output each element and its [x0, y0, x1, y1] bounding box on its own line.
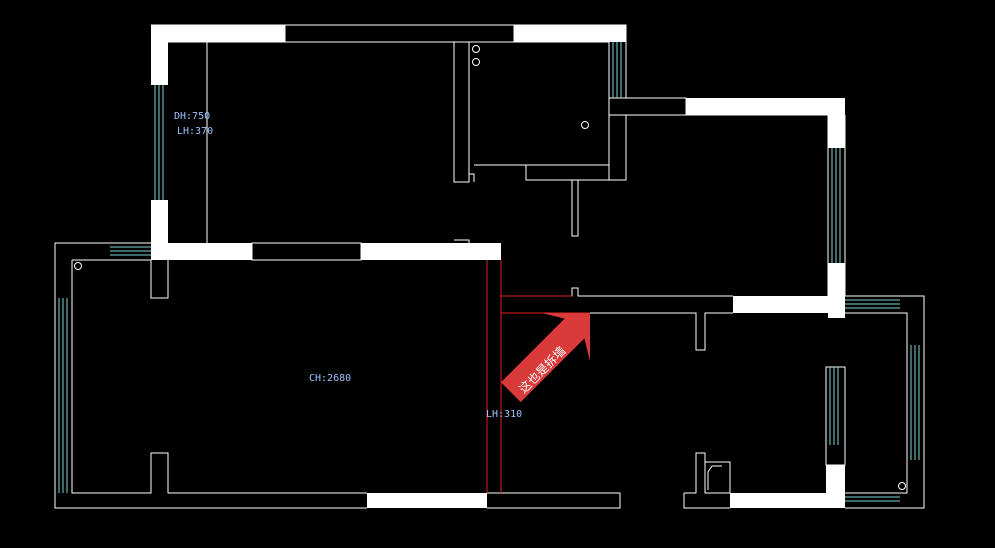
outline-bath-left — [683, 452, 730, 509]
window-right-room — [831, 148, 841, 263]
wall-top-left — [151, 25, 285, 42]
window-bath-right — [910, 345, 920, 460]
outline-right-room — [686, 114, 846, 296]
outline-right-room-top — [626, 97, 687, 116]
wall-top-right — [514, 25, 626, 42]
window-bath-bottom — [845, 496, 900, 502]
window-bath-partition — [829, 367, 839, 445]
outline-mid-wall — [251, 242, 362, 261]
fixture-circle-5 — [898, 482, 906, 490]
outline-living-bottom — [487, 492, 621, 509]
fixture-circle-3 — [581, 121, 589, 129]
outline-kitchen — [468, 42, 627, 181]
outline-top-room — [151, 24, 686, 99]
wall-lh-label: LH:310 — [486, 409, 522, 420]
window-top-right — [612, 42, 622, 98]
wall-mid-left — [151, 243, 252, 260]
arrow-shape — [500, 313, 590, 403]
wall-right-top — [686, 98, 845, 115]
demolition-arrow — [500, 313, 590, 403]
walls — [151, 25, 845, 508]
outline-mid-stub — [454, 239, 470, 243]
wall-outlines — [54, 24, 925, 509]
window-left-top — [154, 85, 164, 200]
wall-mid-right — [361, 243, 501, 260]
ceiling-height-label: CH:2680 — [309, 373, 351, 384]
window-bath-top — [845, 299, 900, 309]
outline-living — [54, 242, 367, 509]
window-lh-label: LH:370 — [177, 126, 213, 137]
wall-right-side-upper — [828, 98, 845, 148]
wall-bath-lower — [826, 465, 845, 508]
wall-right-bottom — [733, 296, 845, 313]
fixture-circle-2 — [472, 58, 480, 66]
window-dh-label: DH:750 — [174, 111, 210, 122]
wall-bottom-right — [730, 493, 828, 508]
window-living-left — [58, 298, 68, 493]
outline-bath-partition — [825, 366, 846, 466]
fixtures — [74, 45, 906, 490]
outline-bath-fixture — [704, 461, 731, 494]
outline-bath — [845, 295, 925, 509]
window-living-top — [110, 246, 151, 256]
fixture-circle-4 — [74, 262, 82, 270]
windows — [58, 42, 920, 502]
fixture-circle-1 — [472, 45, 480, 53]
outline-kitchen-stub — [571, 180, 579, 237]
wall-left-upper — [151, 25, 168, 85]
outline-corridor — [501, 287, 733, 351]
wall-bottom-mid — [367, 493, 487, 508]
outline-pillar-top — [453, 42, 475, 183]
